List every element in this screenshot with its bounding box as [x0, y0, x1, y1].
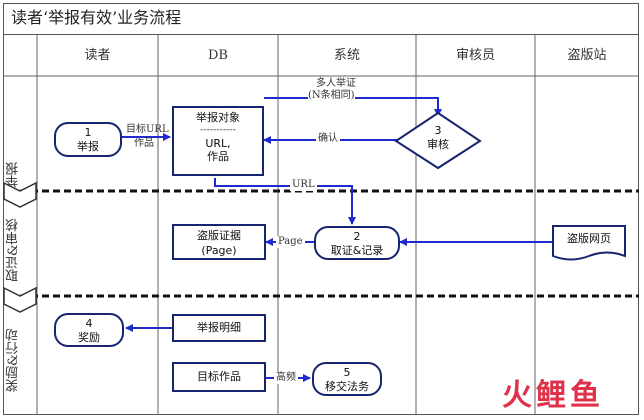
- lane-header-reader: 读者: [84, 48, 111, 63]
- lane-header-db: DB: [208, 48, 228, 63]
- node-evidence-line2: (Page): [201, 244, 237, 257]
- node-report-number: 1: [84, 126, 92, 139]
- node-report: 1 举报: [54, 122, 122, 157]
- diagram-frame: [3, 3, 639, 415]
- edge-label-confirm: 确认: [316, 133, 340, 145]
- node-review: 3 审核: [410, 124, 466, 152]
- edge-label-multi-same: (N条相同): [308, 90, 355, 102]
- node-reward-label: 奖励: [78, 331, 100, 344]
- node-evidence: 盗版证据 (Page): [172, 224, 266, 260]
- node-review-label: 审核: [427, 138, 449, 151]
- node-legal-number: 5: [343, 366, 351, 379]
- edge-label-target-url: 目标URL: [126, 124, 169, 135]
- node-collect-number: 2: [353, 230, 361, 243]
- node-report-detail: 举报明细: [172, 314, 266, 342]
- edge-label-page: Page: [276, 236, 305, 248]
- lane-header-pirate-site: 盗版站: [567, 48, 607, 63]
- row-separator-chevrons: [3, 181, 37, 313]
- node-review-number: 3: [434, 124, 442, 137]
- node-report-target-works: 作品: [207, 150, 229, 163]
- node-report-target: 举报对象 ----------- URL, 作品: [172, 106, 264, 176]
- node-collect-label: 取证&记录: [330, 244, 384, 257]
- edge-label-multi-report: 多人举证: [316, 78, 356, 89]
- node-collect: 2 取证&记录: [314, 226, 400, 260]
- edge-label-url: URL: [290, 179, 317, 191]
- edge-label-works: 作品: [134, 138, 154, 149]
- pirate-page-doc: [552, 225, 626, 261]
- node-legal-label: 移交法务: [325, 380, 369, 393]
- node-pirate-page: 盗版网页: [567, 232, 611, 245]
- node-legal: 5 移交法务: [312, 362, 382, 396]
- edge-label-high-freq: 高频: [274, 372, 298, 384]
- diagram-title: 读者‘举报有效’业务流程: [3, 3, 639, 35]
- review-diamond: [394, 111, 482, 170]
- lane-header-system: 系统: [333, 48, 360, 63]
- node-target-work: 目标作品: [172, 362, 266, 392]
- node-evidence-line1: 盗版证据: [197, 229, 241, 242]
- node-report-label: 举报: [77, 140, 99, 153]
- watermark-logo: 火鲤鱼: [502, 378, 604, 413]
- node-report-target-separator: -----------: [200, 125, 236, 135]
- lane-header-reviewer: 审核员: [455, 48, 495, 63]
- node-reward: 4 奖励: [54, 313, 124, 347]
- node-reward-number: 4: [85, 317, 93, 330]
- row-separators: [20, 189, 639, 298]
- node-report-target-title: 举报对象: [196, 111, 240, 124]
- node-report-target-url: URL,: [205, 137, 231, 150]
- arrow-target-to-collect: [214, 178, 356, 225]
